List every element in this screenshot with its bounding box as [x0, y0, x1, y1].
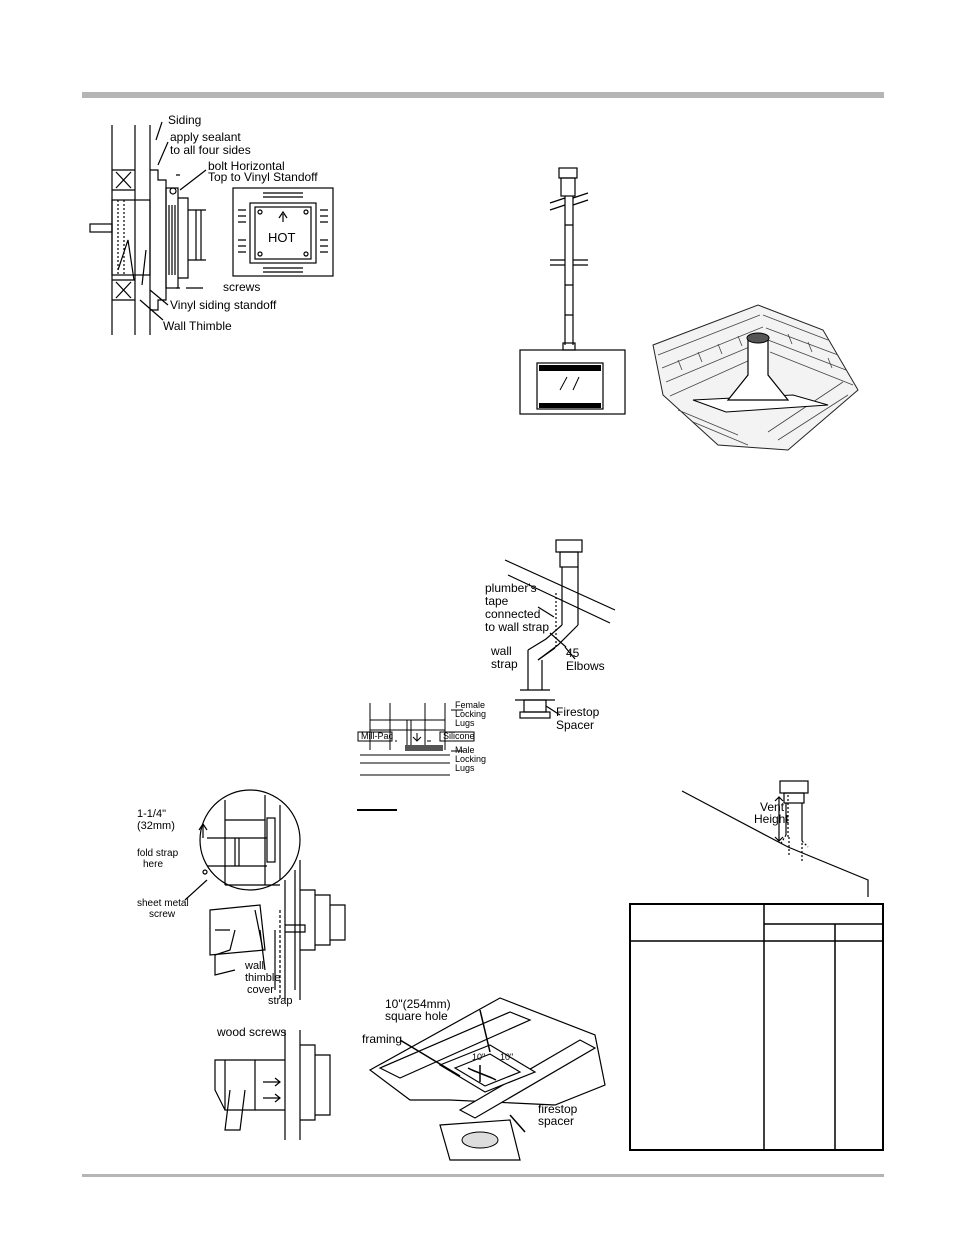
fold-strap-label-1: fold strap — [137, 848, 179, 859]
vent-height-drawing — [681, 780, 869, 897]
wall-thimble-figure: Siding apply sealant to all four sides b… — [88, 110, 368, 340]
dimension-label-1: 1-1/4" — [137, 808, 166, 820]
vent-height-figure: Vent Height — [680, 775, 875, 900]
vinyl-standoff-label: Vinyl siding standoff — [170, 298, 277, 312]
firestop-spacer-label-3: firestop — [538, 1102, 578, 1116]
vertical-vent-drawing — [519, 167, 626, 415]
female-lugs-label-2: Locking — [455, 709, 487, 719]
wall-strap-label-2: strap — [491, 657, 518, 671]
firestop-spacer-label-1: Firestop — [556, 705, 600, 719]
framing-drawing — [368, 997, 606, 1161]
female-lugs-label-3: Lugs — [455, 718, 475, 728]
roof-flashing-drawing — [652, 304, 859, 451]
note-underline — [357, 809, 397, 811]
vertical-vent-figure — [515, 165, 630, 417]
screws-label: screws — [223, 280, 261, 294]
siding-label: Siding — [168, 113, 202, 127]
sealant-label-1: apply sealant — [170, 130, 241, 144]
square-hole-label-1: 10"(254mm) — [385, 997, 451, 1011]
male-lugs-label-2: Locking — [455, 754, 487, 764]
hole-dimension-a: 10" — [472, 1052, 486, 1062]
footer-rule — [82, 1174, 884, 1177]
table-grid — [631, 905, 882, 1149]
square-hole-label-2: square hole — [385, 1009, 448, 1023]
hole-dimension-b: 10" — [500, 1052, 514, 1062]
strap-label: strap — [268, 995, 293, 1007]
hot-label: HOT — [268, 230, 296, 245]
elbows-label-1: 45 — [566, 646, 580, 660]
wall-thimble-drawing — [89, 121, 334, 335]
dimension-label-2: (32mm) — [137, 820, 175, 832]
locking-lugs-figure: Mill-Pac Silicone Female Locking Lugs Ma… — [355, 695, 495, 785]
sheet-metal-screw-label-2: screw — [149, 909, 176, 920]
bolt-label-1: bolt Horizontal — [208, 159, 285, 173]
wall-thimble-label: Wall Thimble — [163, 319, 232, 333]
header-rule — [82, 92, 884, 98]
locking-lugs-drawing — [357, 703, 475, 776]
wall-strap-label-1: wall — [491, 644, 512, 658]
bolt-label-2: Top to Vinyl Standoff — [208, 170, 318, 184]
vent-height-label-1: Vent — [760, 800, 785, 814]
male-lugs-label-1: Male — [455, 745, 475, 755]
female-lugs-label-1: Female — [455, 700, 486, 710]
strap-detail-drawing — [184, 789, 346, 1140]
tape-label-1: plumber's — [485, 581, 537, 595]
framing-label: framing — [362, 1032, 403, 1046]
offset-elbows-drawing — [504, 539, 616, 719]
offset-elbows-figure: plumber's tape connected to wall strap w… — [480, 535, 625, 735]
silicone-label: Silicone — [443, 731, 475, 741]
vent-height-label-2: Height — [754, 812, 789, 826]
roof-flashing-figure — [648, 300, 873, 458]
tape-label-4: to wall strap — [485, 620, 550, 634]
firestop-spacer-label-4: spacer — [538, 1114, 575, 1128]
thimble-cover-label-1: wall — [245, 960, 264, 972]
thimble-cover-label-2: thimble — [245, 972, 281, 984]
elbows-label-2: Elbows — [566, 659, 605, 673]
fold-strap-label-2: here — [143, 859, 164, 870]
strap-detail-figure: 1-1/4" (32mm) fold strap here sheet meta… — [135, 789, 360, 1140]
thimble-cover-label-3: cover — [247, 984, 274, 996]
wood-screws-label: wood screws — [217, 1025, 287, 1039]
firestop-spacer-label-2: Spacer — [556, 718, 595, 732]
male-lugs-label-3: Lugs — [455, 763, 475, 773]
vent-height-table — [629, 903, 884, 1151]
sheet-metal-screw-label-1: sheet metal — [137, 898, 189, 909]
sealant-label-2: to all four sides — [170, 143, 251, 157]
tape-label-3: connected — [485, 607, 541, 621]
framing-figure: 10"(254mm) square hole framing 10" 10" f… — [360, 990, 610, 1165]
tape-label-2: tape — [485, 594, 509, 608]
mill-pac-label: Mill-Pac — [361, 731, 394, 741]
